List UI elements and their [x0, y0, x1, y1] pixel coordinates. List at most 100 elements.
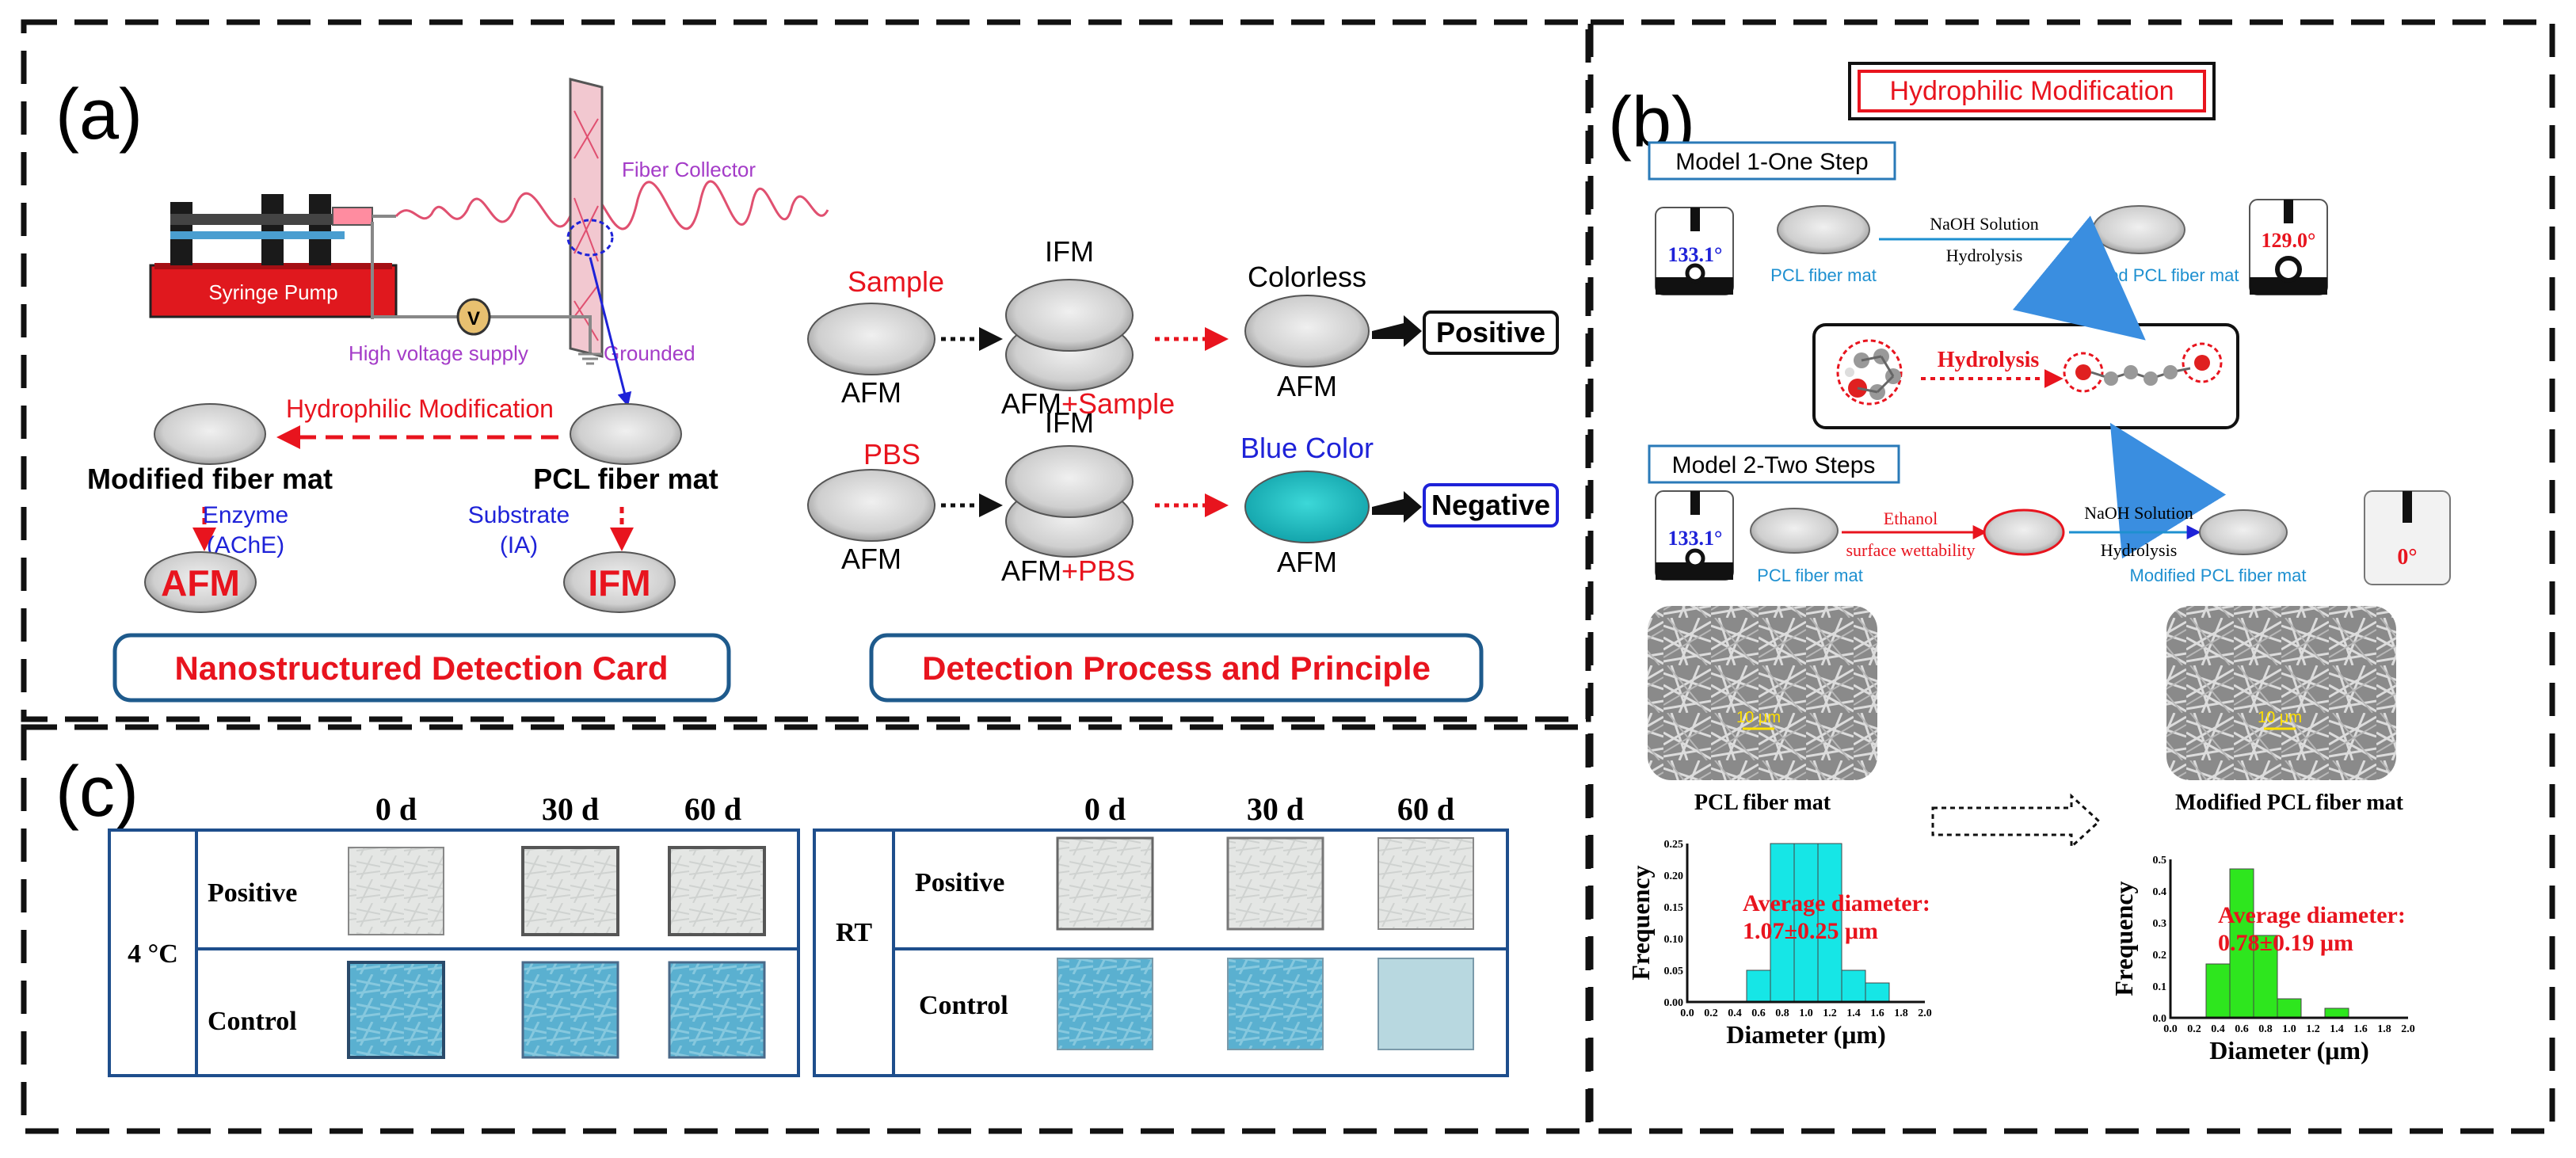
sem-left-label: PCL fiber mat	[1694, 790, 1831, 815]
model1-label: Model 1-One Step	[1675, 149, 1868, 175]
angle-0: 0°	[2397, 545, 2417, 569]
y-tick-label: 0.00	[1664, 997, 1684, 1009]
grounded-label: Grounded	[604, 341, 695, 365]
afm-label-row1: AFM	[841, 376, 901, 409]
histogram-bar	[1770, 843, 1795, 1003]
x-tick-label: 0.2	[2187, 1023, 2201, 1035]
model2-label: Model 2-Two Steps	[1672, 452, 1876, 478]
histogram-axes	[1686, 844, 1925, 1004]
x-tick-label: 0.8	[1775, 1008, 1789, 1019]
x-tick-label: 1.0	[2282, 1023, 2296, 1035]
swatch-rt-control-30d	[1227, 958, 1324, 1050]
naoh-m2: NaOH Solution	[2084, 503, 2193, 523]
arrow-to-negative	[1372, 491, 1422, 523]
surface-wett-label: surface wettability	[1846, 540, 1975, 560]
title-inner-box	[1858, 70, 2206, 112]
sem-image-pcl	[1648, 606, 1877, 780]
storage-table-rt	[813, 829, 1509, 1077]
avg-right-line1: Average diameter:	[2218, 902, 2406, 928]
x-tick-label: 0.4	[1728, 1008, 1742, 1019]
avg-left-line1: Average diameter:	[1743, 890, 1930, 916]
row-control-left: Control	[208, 1007, 297, 1036]
swatch-rt-control-60d	[1378, 958, 1474, 1050]
x-tick-label: 1.2	[1823, 1008, 1837, 1019]
modified-label-m2: Modified PCL fiber mat	[2130, 566, 2307, 585]
angle-1331-m1: 133.1°	[1668, 243, 1723, 266]
high-voltage-circuit	[371, 222, 592, 352]
pcl-disc-m2	[1750, 508, 1839, 554]
y-tick-label: 0.10	[1664, 934, 1684, 946]
y-tick-label: 0.2	[2153, 950, 2167, 962]
voltmeter-symbol: V	[467, 308, 480, 329]
swatch-4c-positive-0d	[348, 847, 444, 935]
afm-label-row2: AFM	[841, 543, 901, 575]
swatch-rt-positive-0d	[1056, 836, 1154, 931]
swatch-rt-positive-60d	[1378, 837, 1474, 930]
histogram-bar	[1841, 969, 1866, 1003]
y-tick-label: 0.4	[2153, 886, 2167, 898]
model1-box	[1648, 141, 1896, 181]
swatch-4c-control-30d	[521, 961, 619, 1059]
panel-a-frame	[21, 19, 1591, 722]
x-tick-label: 0.0	[2163, 1023, 2178, 1035]
x-axis-label: Diameter (μm)	[2209, 1036, 2368, 1065]
hydrolysis-m2: Hydrolysis	[2101, 540, 2178, 560]
naoh-m1: NaOH Solution	[1930, 214, 2039, 234]
x-tick-label: 0.4	[2211, 1023, 2225, 1035]
afm-result-row2: AFM	[1277, 546, 1337, 578]
model1-to-reaction-arrow	[2012, 215, 2146, 341]
histogram-bar	[2324, 1008, 2349, 1019]
syringe-pump-label: Syringe Pump	[208, 280, 337, 304]
swatch-rt-positive-30d	[1226, 836, 1324, 931]
day-30-left: 30 d	[542, 791, 599, 827]
panel-c-label: (c)	[55, 752, 139, 832]
droplet-icon-1	[1685, 263, 1705, 284]
positive-label: Positive	[1436, 316, 1545, 349]
histogram-bar	[2277, 998, 2302, 1019]
panel-a-label: (a)	[55, 75, 143, 154]
x-tick-label: 2.0	[1918, 1008, 1932, 1019]
negative-label: Negative	[1431, 489, 1550, 521]
blue-color-label: Blue Color	[1240, 432, 1374, 464]
pcl-label-m2: PCL fiber mat	[1757, 566, 1863, 585]
y-tick-label: 0.05	[1664, 966, 1684, 977]
y-tick-label: 0.15	[1664, 902, 1684, 914]
collector-arrow	[589, 257, 632, 407]
panel-c: (c) 0 d 30 d 60 d 0 d 30 d 60 d 4 °C Pos…	[55, 752, 1509, 1077]
substrate-label: Substrate	[468, 502, 570, 528]
avg-right-line2: 0.78±0.19 μm	[2218, 930, 2353, 956]
day-60-left: 60 d	[684, 791, 741, 827]
x-tick-label: 1.2	[2306, 1023, 2320, 1035]
fiber-collector-plate: Fiber Collector	[566, 78, 756, 358]
afm-disc-row2	[807, 469, 936, 542]
negative-box	[1423, 483, 1559, 528]
y-axis-label: Frequency	[2109, 881, 2138, 996]
contact-angle-base-1	[1656, 277, 1733, 295]
positive-box	[1423, 310, 1559, 355]
card-title-box	[112, 633, 731, 703]
y-tick-label: 0.3	[2153, 918, 2167, 930]
hydrolysis-center-label: Hydrolysis	[1938, 348, 2040, 372]
x-tick-label: 1.4	[1846, 1008, 1861, 1019]
hydrophilic-title: Hydrophilic Modification	[1889, 76, 2174, 106]
group-4c-label: 4 °C	[128, 939, 178, 969]
x-tick-label: 1.6	[1870, 1008, 1884, 1019]
panel-a: (a) Syringe Pump Fiber Collector	[55, 75, 1559, 703]
pcl-fiber-mat-label: PCL fiber mat	[533, 463, 718, 495]
modified-disc-m2	[2199, 509, 2288, 555]
swatch-rt-control-0d	[1057, 958, 1153, 1050]
model2-to-reaction-arrow	[2109, 422, 2227, 559]
storage-table-4c	[108, 829, 800, 1077]
afm-plus-row1: AFM	[1001, 387, 1061, 420]
x-tick-label: 0.6	[1751, 1008, 1766, 1019]
sem-image-modified	[2166, 606, 2396, 780]
x-tick-label: 2.0	[2401, 1023, 2415, 1035]
afm-disc	[144, 551, 257, 613]
ground-icon	[578, 352, 602, 365]
scale-label-left: 10 μm	[1736, 709, 1781, 726]
x-tick-label: 1.8	[2377, 1023, 2391, 1035]
y-axis-label: Frequency	[1626, 865, 1655, 980]
